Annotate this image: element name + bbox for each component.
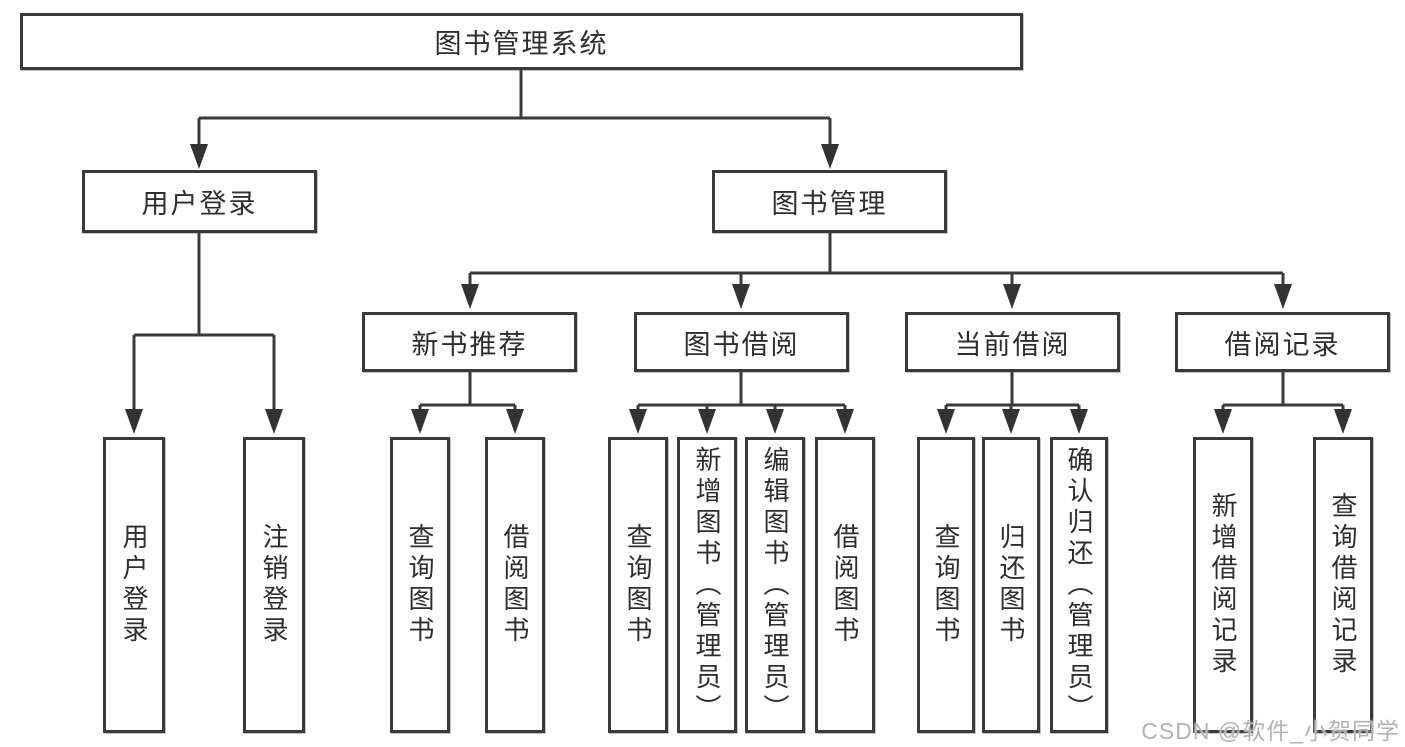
node-leaf-query-books-3: 查询图书 xyxy=(917,437,975,733)
node-leaf-return-books: 归还图书 xyxy=(982,437,1040,733)
node-label: 图书管理 xyxy=(771,189,888,219)
arrow-icon xyxy=(1214,409,1232,434)
node-label: 借阅图书 xyxy=(830,523,860,647)
node-label: 新增借阅记录 xyxy=(1208,492,1238,678)
node-label: 新增图书（管理员） xyxy=(692,445,722,725)
node-label: 编辑图书（管理员） xyxy=(760,445,790,725)
arrow-icon xyxy=(190,144,208,169)
node-label: 借阅图书 xyxy=(500,523,530,647)
arrow-icon xyxy=(1274,284,1292,309)
arrow-icon xyxy=(698,409,716,434)
connector-new-book xyxy=(418,372,517,411)
node-label: 确认归还（管理员） xyxy=(1064,445,1094,725)
arrow-icon xyxy=(1334,409,1352,434)
node-label: 用户登录 xyxy=(119,523,149,647)
node-label: 当前借阅 xyxy=(954,329,1071,360)
node-label: 查询图书 xyxy=(931,523,961,647)
node-label: 注销登录 xyxy=(259,523,289,647)
connector-records xyxy=(1221,372,1345,411)
node-book-borrowing: 图书借阅 xyxy=(634,312,849,372)
node-label: 新书推荐 xyxy=(411,329,528,360)
node-leaf-query-books-1: 查询图书 xyxy=(390,437,450,733)
node-leaf-add-book-admin: 新增图书（管理员） xyxy=(677,437,737,733)
node-label: 查询图书 xyxy=(405,523,435,647)
node-leaf-borrow-books-1: 借阅图书 xyxy=(485,437,545,733)
node-leaf-user-login: 用户登录 xyxy=(103,437,165,733)
arrow-icon xyxy=(265,409,283,434)
node-label: 图书管理系统 xyxy=(434,29,609,59)
csdn-watermark: CSDN @软件_小贺同学 xyxy=(1141,718,1400,744)
node-label: 图书借阅 xyxy=(683,329,800,360)
arrow-icon xyxy=(836,409,854,434)
node-borrowing-records: 借阅记录 xyxy=(1175,312,1390,372)
node-leaf-edit-book-admin: 编辑图书（管理员） xyxy=(745,437,805,733)
arrow-icon xyxy=(732,284,750,309)
node-root: 图书管理系统 xyxy=(20,13,1023,70)
node-book-management: 图书管理 xyxy=(712,170,947,233)
connector-user-login xyxy=(132,233,276,413)
arrow-icon xyxy=(1003,284,1021,309)
arrowheads xyxy=(125,144,1352,434)
node-user-login: 用户登录 xyxy=(82,170,317,233)
node-current-borrowing: 当前借阅 xyxy=(905,312,1120,372)
arrow-icon xyxy=(461,284,479,309)
arrow-icon xyxy=(821,144,839,169)
connector-current xyxy=(944,372,1081,411)
arrow-icon xyxy=(1002,409,1020,434)
arrow-icon xyxy=(1070,409,1088,434)
arrow-icon xyxy=(937,409,955,434)
node-leaf-query-borrow-record: 查询借阅记录 xyxy=(1313,437,1373,733)
node-label: 用户登录 xyxy=(141,189,258,219)
node-leaf-add-borrow-record: 新增借阅记录 xyxy=(1193,437,1253,733)
connector-borrowing xyxy=(636,372,847,411)
arrow-icon xyxy=(629,409,647,434)
node-label: 归还图书 xyxy=(996,523,1026,647)
node-label: 查询图书 xyxy=(623,523,653,647)
arrow-icon xyxy=(125,409,143,434)
connector-root xyxy=(197,70,832,147)
arrow-icon xyxy=(506,409,524,434)
arrow-icon xyxy=(411,409,429,434)
node-label: 查询借阅记录 xyxy=(1328,492,1358,678)
node-leaf-query-books-2: 查询图书 xyxy=(608,437,668,733)
node-leaf-confirm-return-admin: 确认归还（管理员） xyxy=(1050,437,1108,733)
node-label: 借阅记录 xyxy=(1224,329,1341,360)
node-leaf-logout: 注销登录 xyxy=(243,437,305,733)
node-new-book-recommendation: 新书推荐 xyxy=(362,312,577,372)
arrow-icon xyxy=(766,409,784,434)
connector-book-management xyxy=(468,233,1285,287)
node-leaf-borrow-books-2: 借阅图书 xyxy=(815,437,875,733)
